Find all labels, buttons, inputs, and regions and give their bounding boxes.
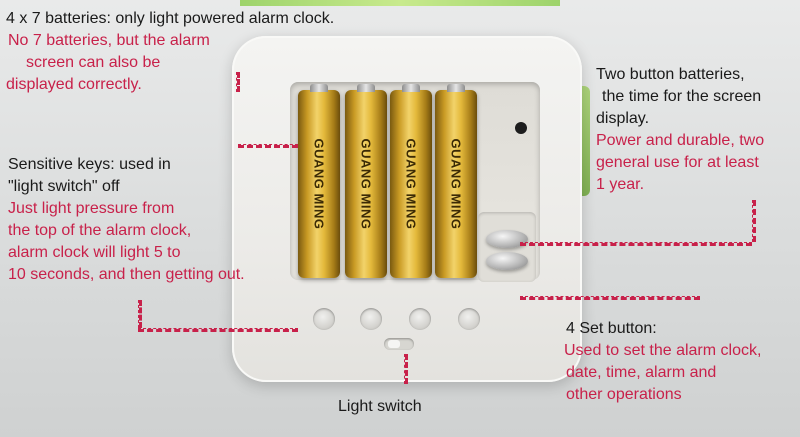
sensitive-keys-note-3: alarm clock will light 5 to xyxy=(8,244,181,261)
pointer-button-batteries-v xyxy=(752,200,756,242)
aaa-battery-2: GUANG MING xyxy=(345,84,387,278)
aaa-battery-3: GUANG MING xyxy=(390,84,432,278)
button-batteries-annotation: Two button batteries, the time for the s… xyxy=(596,64,764,196)
batteries-annotation: 4 x 7 batteries: only light powered alar… xyxy=(6,8,334,96)
pointer-light-switch xyxy=(404,354,408,384)
set-button-note-1: Used to set the alarm clock, xyxy=(564,342,762,359)
button-batteries-title-3: display. xyxy=(596,110,650,127)
sensitive-keys-note-4: 10 seconds, and then getting out. xyxy=(8,266,245,283)
sensitive-keys-title-2: "light switch" off xyxy=(8,178,120,195)
button-battery-2 xyxy=(486,252,528,270)
sensitive-keys-annotation: Sensitive keys: used in "light switch" o… xyxy=(8,154,245,286)
button-battery-1 xyxy=(486,230,528,248)
pointer-button-batteries-h xyxy=(520,242,752,246)
aaa-battery-1: GUANG MING xyxy=(298,84,340,278)
set-button-1[interactable] xyxy=(313,308,335,330)
set-button-title: 4 Set button: xyxy=(566,320,657,337)
set-button-3[interactable] xyxy=(409,308,431,330)
mount-hole xyxy=(515,122,527,134)
sensitive-keys-note-2: the top of the alarm clock, xyxy=(8,222,192,239)
light-switch-annotation: Light switch xyxy=(338,396,422,418)
set-button-annotation: 4 Set button: Used to set the alarm cloc… xyxy=(564,318,762,406)
button-batteries-title-2: the time for the screen xyxy=(602,88,762,105)
top-decor-strip xyxy=(240,0,560,6)
set-button-note-2: date, time, alarm and xyxy=(566,364,717,381)
button-batteries-title-1: Two button batteries, xyxy=(596,66,745,83)
sensitive-keys-note-1: Just light pressure from xyxy=(8,200,175,217)
set-button-2[interactable] xyxy=(360,308,382,330)
batteries-note-3: displayed correctly. xyxy=(6,76,142,93)
button-batteries-note-1: Power and durable, two xyxy=(596,132,765,149)
batteries-note-1: No 7 batteries, but the alarm xyxy=(8,32,210,49)
pointer-sensitive-keys xyxy=(238,144,298,148)
pointer-batteries xyxy=(236,72,240,92)
batteries-title: 4 x 7 batteries: only light powered alar… xyxy=(6,10,335,27)
battery-brand-label: GUANG MING xyxy=(403,138,419,230)
set-button-note-3: other operations xyxy=(566,386,682,403)
aaa-battery-4: GUANG MING xyxy=(435,84,477,278)
battery-brand-label: GUANG MING xyxy=(358,138,374,230)
light-switch-title: Light switch xyxy=(338,398,422,415)
light-switch-toggle[interactable] xyxy=(384,338,414,350)
pointer-set-button xyxy=(520,296,700,300)
button-batteries-note-3: 1 year. xyxy=(596,176,645,193)
sensitive-keys-title-1: Sensitive keys: used in xyxy=(8,156,171,173)
pointer-keys-v xyxy=(138,300,142,328)
batteries-note-2: screen can also be xyxy=(26,54,161,71)
pointer-keys-h xyxy=(138,328,298,332)
battery-brand-label: GUANG MING xyxy=(448,138,464,230)
button-batteries-note-2: general use for at least xyxy=(596,154,759,171)
set-button-4[interactable] xyxy=(458,308,480,330)
battery-brand-label: GUANG MING xyxy=(311,138,327,230)
